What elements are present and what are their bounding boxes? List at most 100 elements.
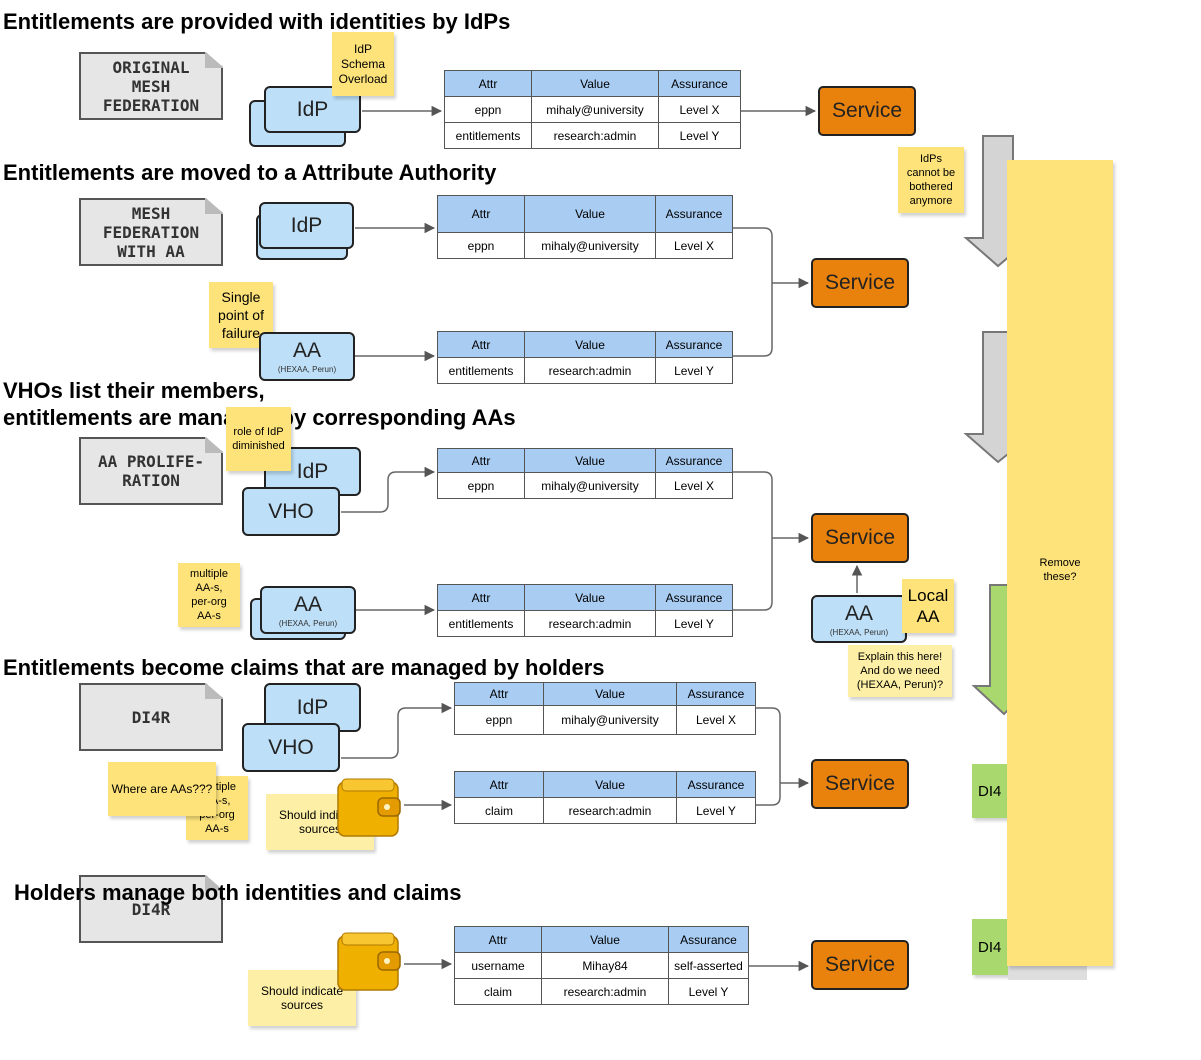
sketch-label-text: MESH FEDERATION WITH AA xyxy=(102,203,200,261)
cell-value: research:admin xyxy=(531,122,659,149)
col-header-assurance: Assurance xyxy=(655,195,733,233)
cell-assurance: Level Y xyxy=(655,610,733,637)
vho-label: VHO xyxy=(268,735,314,759)
sticky-remove-these: Remove these? xyxy=(1007,160,1113,966)
cell-value: Mihay84 xyxy=(541,952,669,979)
sticky-explain-this: Explain this here! And do we need (HEXAA… xyxy=(848,645,952,697)
service-label: Service xyxy=(824,271,896,294)
col-header-value: Value xyxy=(524,195,656,233)
aa-node: AA(HEXAA, Perun) xyxy=(259,332,355,381)
sticky-idp-schema-overload: IdP Schema Overload xyxy=(332,32,394,96)
cell-assurance: Level X xyxy=(658,96,741,123)
cell-attr: eppn xyxy=(454,705,544,735)
aa-label: AA xyxy=(293,592,322,616)
col-header-attr: Attr xyxy=(454,682,544,706)
aa-node: AA (HEXAA, Perun) xyxy=(260,586,356,634)
aa-sublabel: (HEXAA, Perun) xyxy=(278,618,338,628)
col-header-value: Value xyxy=(531,70,659,97)
sticky-where-are-aas: Where are AAs??? xyxy=(108,762,216,816)
aa-label: AA xyxy=(292,339,321,362)
col-header-assurance: Assurance xyxy=(676,771,756,798)
cell-attr: claim xyxy=(454,797,544,824)
arrow-tables3-to-service xyxy=(733,471,808,611)
sketch-label-text: AA PROLIFE- RATION xyxy=(98,452,204,490)
cell-value: mihaly@university xyxy=(524,472,656,499)
arrow-vho-to-table3a xyxy=(341,466,436,513)
col-header-attr: Attr xyxy=(454,926,542,953)
cell-value: mihaly@university xyxy=(543,705,677,735)
col-header-assurance: Assurance xyxy=(676,682,756,706)
cell-value: research:admin xyxy=(524,610,656,637)
service-node-4: Service xyxy=(811,759,909,809)
green-note-di4-1: DI4 xyxy=(972,764,1012,818)
cell-assurance: Level X xyxy=(655,232,733,259)
col-header-value: Value xyxy=(543,771,677,798)
vho-node: VHO xyxy=(242,487,340,536)
cell-attr: eppn xyxy=(437,472,525,499)
aa-sublabel: (HEXAA, Perun) xyxy=(829,627,889,637)
cell-attr: username xyxy=(454,952,542,979)
arrow-tables2-to-service xyxy=(733,227,808,357)
cell-value: research:admin xyxy=(543,797,677,824)
wallet-icon xyxy=(337,932,401,991)
cell-value: mihaly@university xyxy=(524,232,656,259)
cell-assurance: self-asserted xyxy=(668,952,749,979)
sticky-role-of-idp: role of IdP diminished xyxy=(226,407,291,471)
col-header-assurance: Assurance xyxy=(668,926,749,953)
sketch-label-text: DI4R xyxy=(131,899,171,919)
col-header-value: Value xyxy=(543,682,677,706)
local-aa-node: AA(HEXAA, Perun) xyxy=(811,595,907,643)
arrow-tables4-to-service xyxy=(756,707,808,806)
cell-attr: entitlements xyxy=(444,122,532,149)
heading-section-5: Holders manage both identities and claim… xyxy=(14,880,462,905)
col-header-value: Value xyxy=(524,331,656,358)
col-header-attr: Attr xyxy=(444,70,532,97)
wallet-icon xyxy=(337,778,401,837)
cell-assurance: Level X xyxy=(655,472,733,499)
col-header-value: Value xyxy=(524,448,656,473)
idp-label: IdP xyxy=(290,213,323,237)
col-header-attr: Attr xyxy=(454,771,544,798)
heading-section-4: Entitlements become claims that are mana… xyxy=(3,655,605,680)
cell-assurance: Level Y xyxy=(658,122,741,149)
sketch-label-text: ORIGINAL MESH FEDERATION xyxy=(102,57,200,115)
heading-section-1: Entitlements are provided with identitie… xyxy=(3,9,511,34)
service-label: Service xyxy=(831,99,903,122)
sketch-label-text: DI4R xyxy=(131,707,171,727)
service-node-1: Service xyxy=(818,86,916,136)
vho-node: VHO xyxy=(242,723,340,772)
sketch-label-di4r-2: DI4R xyxy=(79,875,223,943)
sticky-local-aa: Local AA xyxy=(902,579,954,633)
col-header-attr: Attr xyxy=(437,448,525,473)
cell-value: research:admin xyxy=(541,978,669,1005)
col-header-assurance: Assurance xyxy=(655,584,733,611)
heading-section-2: Entitlements are moved to a Attribute Au… xyxy=(3,160,497,185)
col-header-assurance: Assurance xyxy=(655,448,733,473)
service-node-3: Service xyxy=(811,513,909,563)
idp-node: IdP xyxy=(259,202,354,249)
col-header-attr: Attr xyxy=(437,584,525,611)
sketch-label-di4r: DI4R xyxy=(79,683,223,751)
green-note-di4-2: DI4 xyxy=(972,919,1012,975)
service-label: Service xyxy=(824,772,896,795)
service-label: Service xyxy=(824,953,896,976)
cell-value: mihaly@university xyxy=(531,96,659,123)
service-node-2: Service xyxy=(811,258,909,308)
idp-label: IdP xyxy=(296,695,329,719)
cell-attr: claim xyxy=(454,978,542,1005)
idp-label: IdP xyxy=(296,459,329,483)
